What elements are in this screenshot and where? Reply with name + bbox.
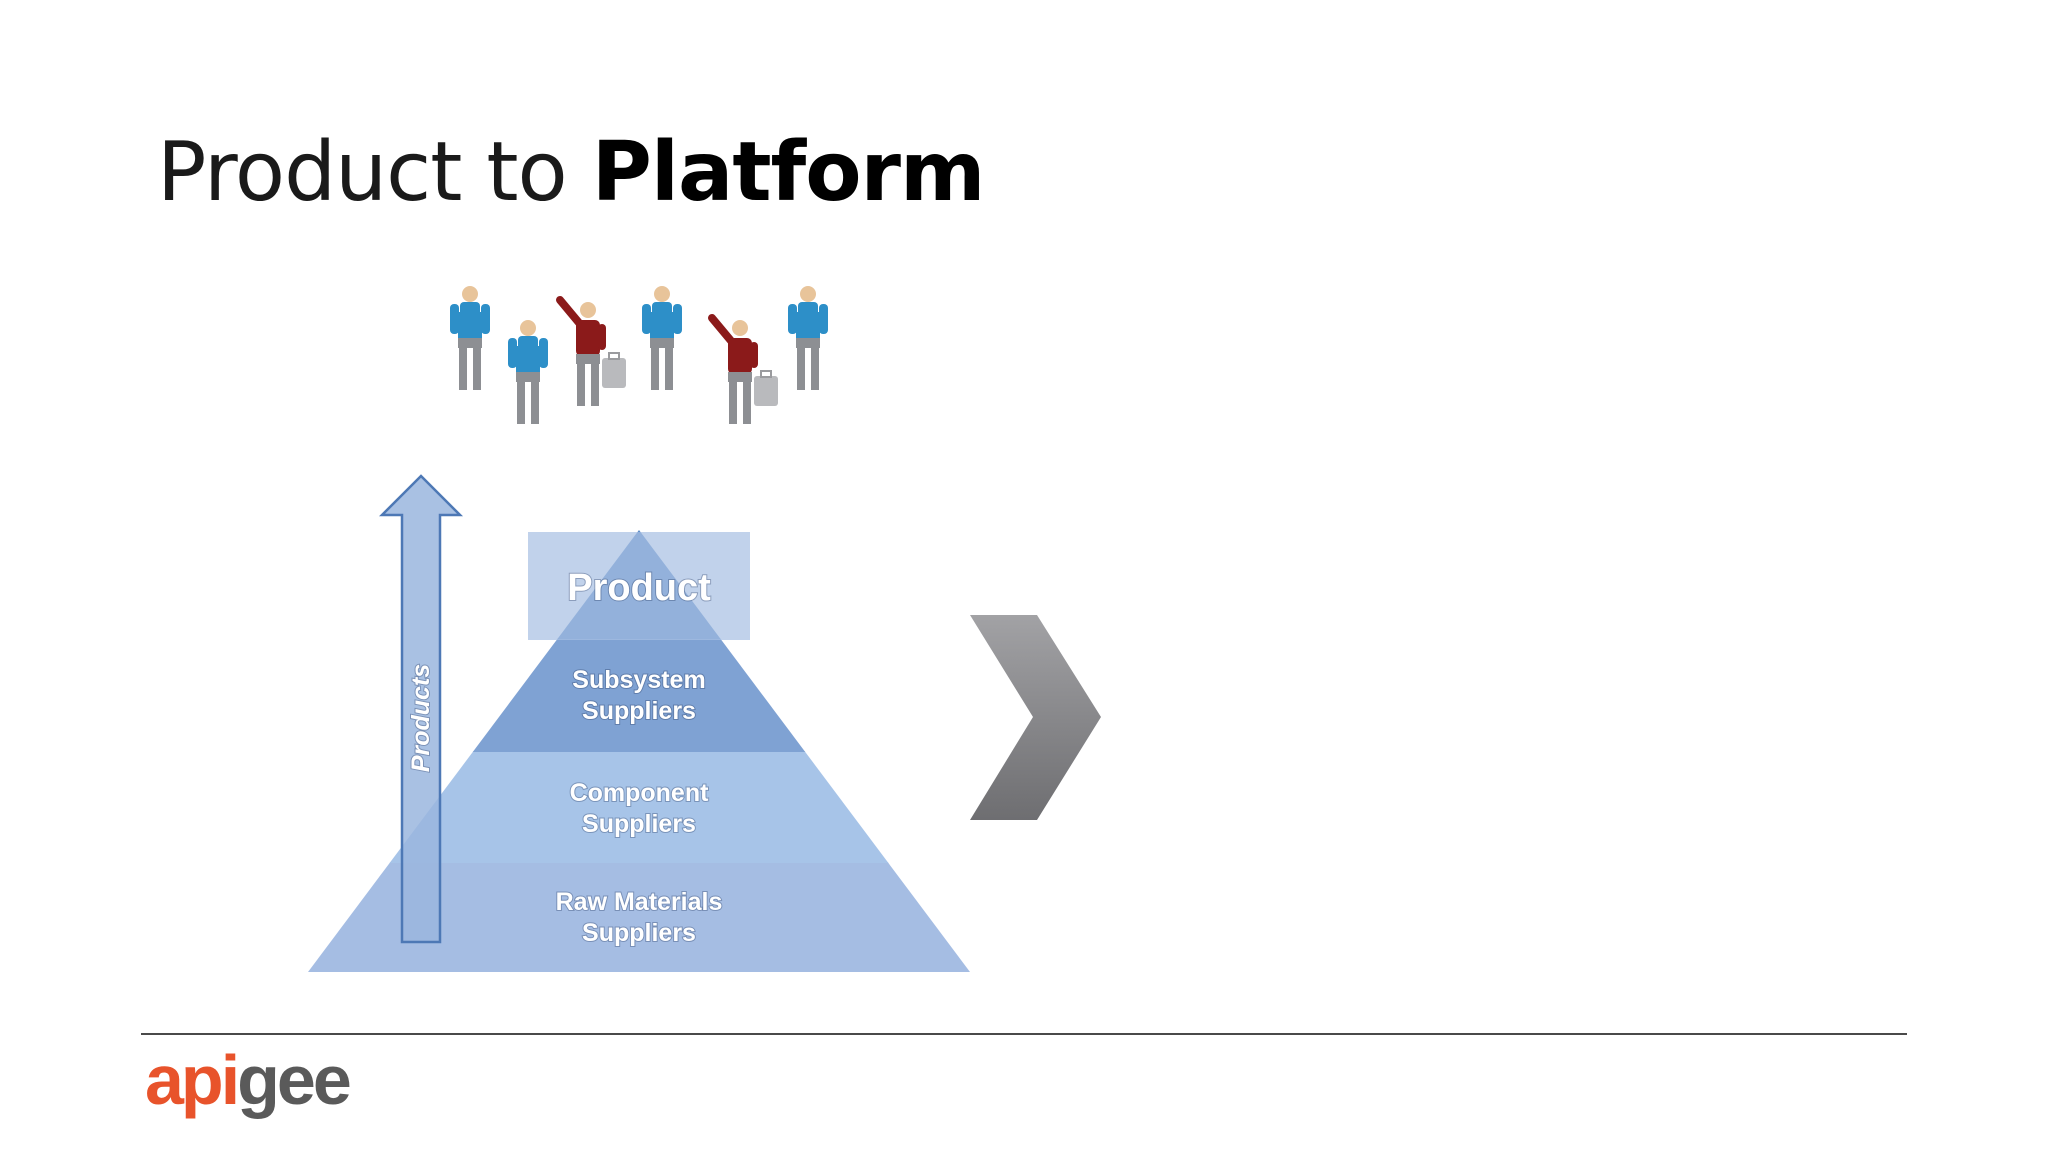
layer-label: Subsystem: [572, 666, 705, 694]
products-up-arrow: [378, 474, 464, 944]
product-label: Product: [567, 567, 711, 609]
product-box: [528, 532, 750, 640]
title-bold-part: Platform: [591, 125, 986, 220]
logo-part-gee: gee: [237, 1041, 352, 1119]
person-figure: [642, 286, 682, 390]
people-group: [450, 286, 828, 430]
layer-label: Suppliers: [582, 919, 696, 947]
person-figure: [788, 286, 828, 390]
footer-divider: [141, 1033, 1907, 1035]
apigee-logo: apigee: [145, 1040, 352, 1120]
supplier-pyramid-diagram: Product Subsystem Suppliers Component Su…: [308, 474, 970, 972]
layer-label: Suppliers: [582, 697, 696, 725]
chevron-right-icon: [970, 615, 1101, 820]
title-regular-part: Product to: [157, 125, 592, 220]
arrow-label: Products: [407, 664, 435, 772]
person-figure: [712, 318, 778, 424]
person-figure: [450, 286, 490, 390]
slide-title: Product to Platform: [157, 125, 986, 220]
layer-component: [308, 751, 970, 863]
person-figure: [560, 300, 626, 406]
layer-label: Component: [570, 779, 710, 807]
person-figure: [508, 320, 548, 424]
logo-part-api: api: [145, 1041, 240, 1119]
layer-subsystem: [308, 638, 970, 752]
layer-label: Raw Materials: [556, 888, 723, 916]
layer-label: Suppliers: [582, 810, 696, 838]
